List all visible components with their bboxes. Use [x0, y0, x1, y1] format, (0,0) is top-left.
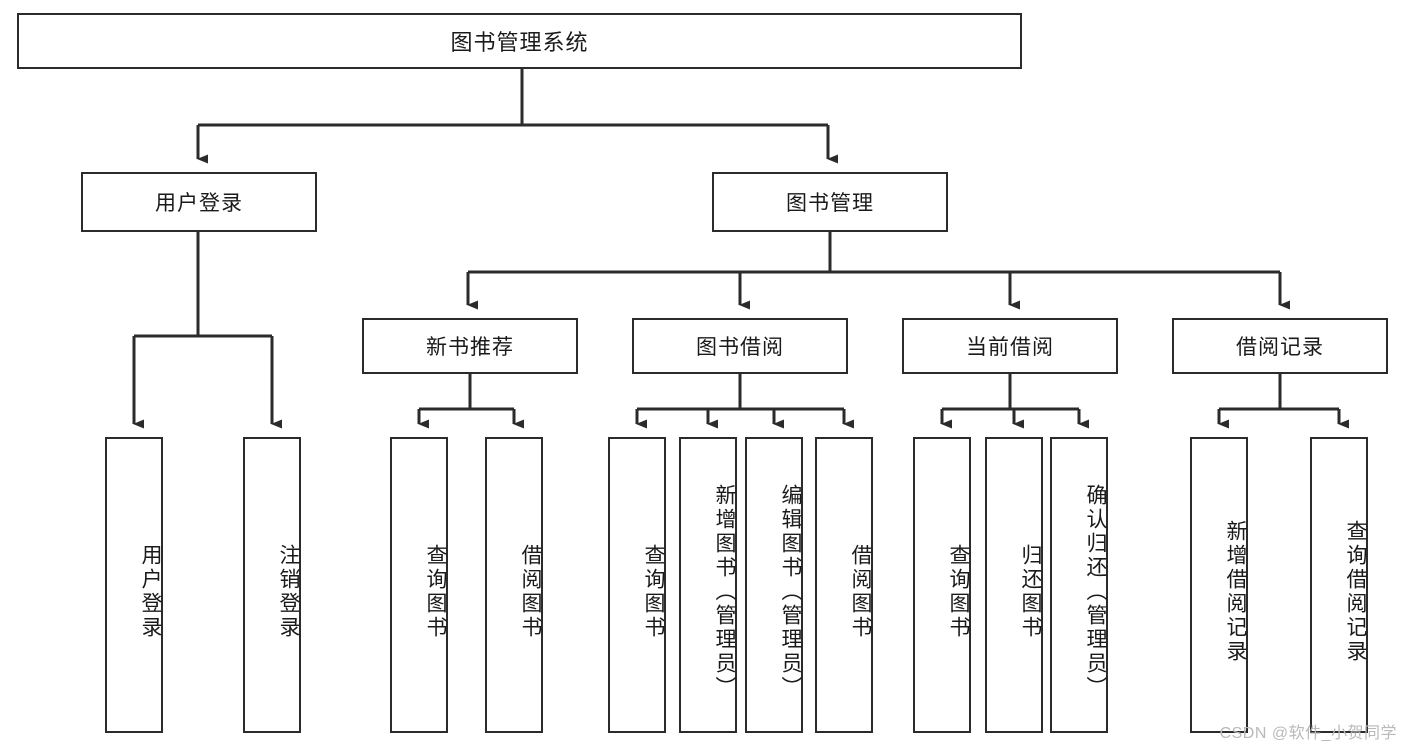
node-borrow-record[interactable]: 借阅记录 [1172, 318, 1388, 374]
node-label: 查询图书 [642, 544, 665, 640]
node-leaf-user-login[interactable]: 用户登录 [105, 437, 163, 733]
node-label: 新增图书（管理员） [713, 484, 736, 700]
node-leaf-return-book[interactable]: 归还图书 [985, 437, 1043, 733]
node-leaf-confirm-return-admin[interactable]: 确认归还（管理员） [1050, 437, 1108, 733]
node-leaf-query-book-current[interactable]: 查询图书 [913, 437, 971, 733]
node-leaf-borrow-book-rec[interactable]: 借阅图书 [485, 437, 543, 733]
node-label: 查询借阅记录 [1344, 520, 1367, 664]
node-new-book-recommend[interactable]: 新书推荐 [362, 318, 578, 374]
node-label: 注销登录 [277, 544, 300, 640]
node-label: 当前借阅 [966, 336, 1054, 359]
node-leaf-borrow-book[interactable]: 借阅图书 [815, 437, 873, 733]
node-label: 借阅图书 [519, 544, 542, 640]
node-label: 借阅记录 [1236, 336, 1324, 359]
node-leaf-query-book-borrow[interactable]: 查询图书 [608, 437, 666, 733]
node-book-borrow[interactable]: 图书借阅 [632, 318, 848, 374]
node-user-login-l1[interactable]: 用户登录 [81, 172, 317, 232]
node-label: 新书推荐 [426, 336, 514, 359]
node-book-management-l1[interactable]: 图书管理 [712, 172, 948, 232]
node-label: 图书管理 [786, 192, 874, 215]
node-label: 用户登录 [139, 544, 162, 640]
node-root[interactable]: 图书管理系统 [17, 13, 1022, 69]
node-label: 借阅图书 [849, 544, 872, 640]
node-label: 用户登录 [155, 192, 243, 215]
node-current-borrow[interactable]: 当前借阅 [902, 318, 1118, 374]
watermark: CSDN @软件_小贺同学 [1219, 725, 1397, 742]
node-leaf-add-borrow-record[interactable]: 新增借阅记录 [1190, 437, 1248, 733]
node-label: 图书管理系统 [450, 30, 589, 55]
node-leaf-logout[interactable]: 注销登录 [243, 437, 301, 733]
node-label: 编辑图书（管理员） [779, 484, 802, 700]
node-label: 图书借阅 [696, 336, 784, 359]
node-label: 归还图书 [1019, 544, 1042, 640]
node-leaf-query-borrow-record[interactable]: 查询借阅记录 [1310, 437, 1368, 733]
node-label: 确认归还（管理员） [1084, 484, 1107, 700]
node-label: 查询图书 [424, 544, 447, 640]
node-leaf-add-book-admin[interactable]: 新增图书（管理员） [679, 437, 737, 733]
node-leaf-query-book-rec[interactable]: 查询图书 [390, 437, 448, 733]
node-label: 新增借阅记录 [1224, 520, 1247, 664]
node-leaf-edit-book-admin[interactable]: 编辑图书（管理员） [745, 437, 803, 733]
node-label: 查询图书 [947, 544, 970, 640]
